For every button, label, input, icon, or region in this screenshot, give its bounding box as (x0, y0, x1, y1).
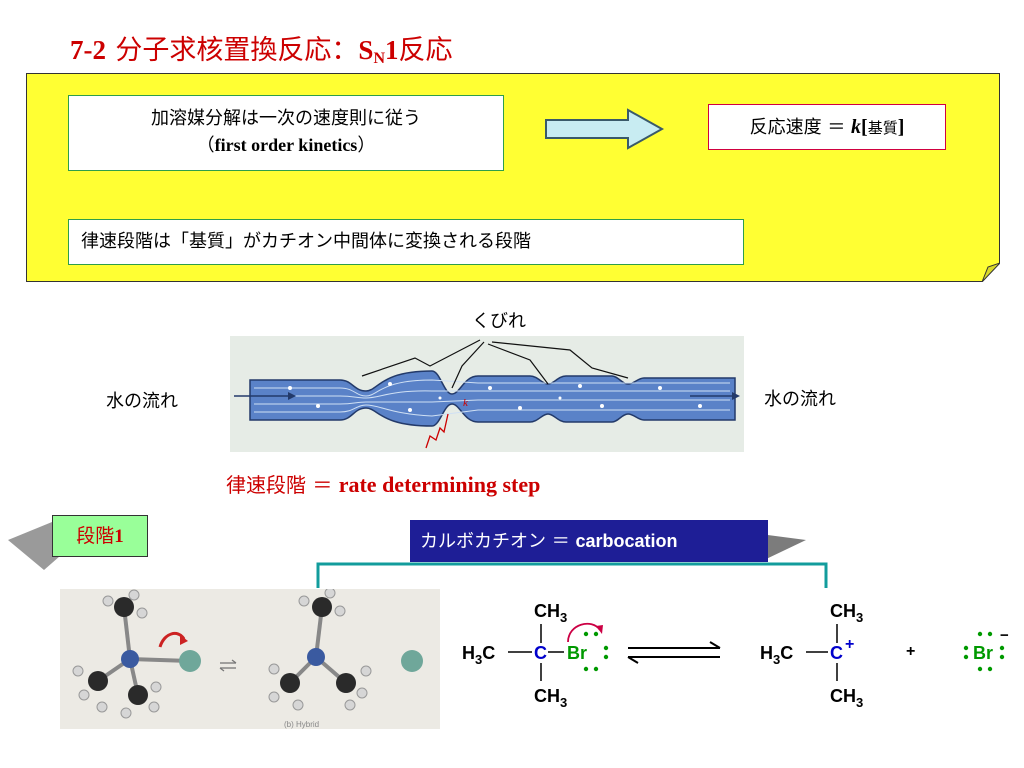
step-banner-left-tab (8, 522, 60, 570)
title-number: 7-2 (70, 35, 106, 65)
constriction-k-label: k (463, 397, 469, 409)
inflow-arrow-head-icon (288, 392, 296, 400)
ball-stick-model-image: (b) Hybrid (60, 589, 440, 729)
rate-k: k (851, 116, 862, 138)
page-curl-icon (981, 262, 1000, 282)
rds-en: rate determining step (338, 472, 541, 497)
step-1-text: 段階 (76, 525, 115, 547)
left-bromine: Br (567, 643, 587, 663)
left-central-carbon: C (534, 643, 547, 663)
rds-description-box: 律速段階は「基質」がカチオン中間体に変換される段階 (68, 219, 744, 265)
model-caption: (b) Hybrid (284, 720, 319, 729)
equilibrium-arrow-icon (219, 659, 237, 672)
carbocation-banner: カルボカチオン ＝ carbocation (410, 520, 768, 562)
title-n-subscript: N (373, 50, 385, 67)
reaction-equilibrium-arrow-icon (627, 641, 721, 664)
carbocation-en: carbocation (575, 531, 678, 551)
title-text: 分子求核置換反応： (115, 35, 359, 66)
bromide-ion: Br (973, 643, 993, 663)
rds-description-text: 律速段階は「基質」がカチオン中間体に変換される段階 (81, 231, 531, 252)
bromide-atom (401, 650, 423, 672)
rate-equation-box: 反応速度 ＝ k[基質] (708, 104, 946, 150)
rds-jp: 律速段階 ＝ (226, 473, 339, 497)
title-s: S (358, 35, 374, 65)
left-bromine-lone-pairs (583, 631, 609, 672)
bromide-lone-pairs (963, 631, 1005, 672)
rds-caption: 律速段階 ＝ rate determining step (226, 469, 540, 498)
slide-title: 7-2 分子求核置換反応：SN1反応 (70, 28, 453, 68)
rate-step-pointer (425, 413, 449, 449)
hydrogen-atoms-right (268, 589, 372, 711)
carbocation-charge: + (845, 636, 854, 653)
flow-particles (288, 382, 702, 412)
banner-right-tab (760, 534, 806, 562)
constriction-label: くびれ (472, 311, 526, 332)
carbocation-carbon: C (830, 643, 843, 663)
water-flow-label-right: 水の流れ (764, 389, 836, 410)
water-flow-figure: k (230, 336, 744, 452)
methyl-left-1 (114, 597, 134, 617)
kinetics-text: first order kinetics (214, 135, 358, 155)
rate-substrate: 基質 (867, 119, 898, 137)
methyl-right-2 (280, 673, 300, 693)
plus-sign: + (906, 643, 915, 660)
left-methyl: H3C (462, 643, 495, 667)
methyl-left-2 (88, 671, 108, 691)
constriction-pointer-lines (361, 339, 629, 389)
outflow-arrow-head-icon (732, 392, 740, 400)
title-suffix: 反応 (398, 35, 453, 66)
carbon-atom-right (307, 648, 325, 666)
right-bottom-methyl: CH3 (830, 686, 863, 710)
right-arrow-icon (545, 108, 665, 150)
methyl-right-1 (312, 597, 332, 617)
rate-open-bracket: [ (861, 116, 868, 138)
hydrogen-atoms-left (72, 589, 162, 719)
step-1-number: 1 (114, 526, 124, 547)
right-methyl: H3C (760, 643, 793, 667)
reaction-scheme: CH3 H3C C Br CH3 CH3 H3C C + CH3 + Br − (462, 601, 1009, 710)
right-top-methyl: CH3 (830, 601, 863, 625)
water-flow-label-left: 水の流れ (106, 391, 178, 412)
carbocation-jp: カルボカチオン ＝ (420, 531, 576, 552)
electron-arrow-head-icon (596, 625, 603, 634)
channel-shape (249, 370, 736, 427)
kinetics-line: （first order kinetics） (196, 135, 376, 156)
rate-close-bracket: ] (897, 116, 905, 138)
left-bottom-methyl: CH3 (534, 686, 567, 710)
solvolysis-text: 加溶媒分解は一次の速度則に従う (151, 108, 421, 129)
methyl-left-3 (128, 685, 148, 705)
left-top-methyl: CH3 (534, 601, 567, 625)
title-one: 1 (385, 35, 399, 65)
rate-prefix: 反応速度 ＝ (749, 117, 852, 138)
bromine-atom-left (179, 650, 201, 672)
step-1-label: 段階1 (52, 515, 148, 557)
carbon-atom-left (121, 650, 139, 668)
curved-arrow-head-icon (180, 635, 188, 645)
methyl-right-3 (336, 673, 356, 693)
solvolysis-box: 加溶媒分解は一次の速度則に従う （first order kinetics） (68, 95, 504, 171)
flow-streamlines (254, 379, 730, 417)
bromide-charge: − (1000, 627, 1009, 644)
